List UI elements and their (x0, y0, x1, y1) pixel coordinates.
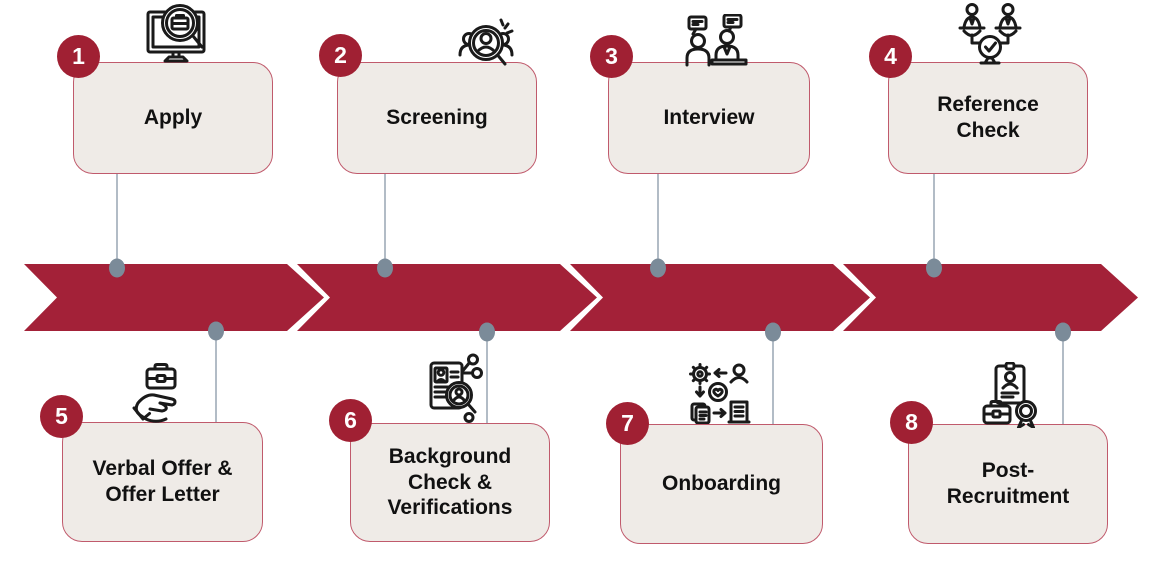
connector-dot-8 (1055, 322, 1071, 342)
step-6-label: Background Check & Verifications (387, 445, 513, 520)
offer-hand-briefcase-icon (130, 362, 190, 426)
reference-balance-icon (956, 1, 1024, 67)
step-8-box: Post- Recruitment (908, 424, 1108, 544)
connector-dot-1 (109, 258, 125, 278)
candidate-screening-icon (456, 14, 518, 74)
background-check-document-icon (426, 353, 484, 423)
chevron-arrow-1 (24, 264, 324, 331)
chevron-arrow-3 (570, 264, 870, 331)
step-6-number-badge: 6 (329, 399, 372, 442)
onboarding-workflow-icon (687, 362, 753, 424)
step-1-label: Apply (143, 106, 203, 130)
step-7-label: Onboarding (662, 472, 781, 496)
connector-dot-2 (377, 258, 393, 278)
step-5-box: Verbal Offer & Offer Letter (62, 422, 263, 542)
step-1-box: Apply (73, 62, 273, 174)
step-2-number-badge: 2 (319, 34, 362, 77)
step-5-number-badge: 5 (40, 395, 83, 438)
step-3-box: Interview (608, 62, 810, 174)
step-4-label: Reference Check (937, 93, 1039, 142)
chevron-arrow-2 (297, 264, 597, 331)
step-2-box: Screening (337, 62, 537, 174)
step-1-number-badge: 1 (57, 35, 100, 78)
interview-conversation-icon (681, 14, 749, 72)
connector-dot-3 (650, 258, 666, 278)
chevron-arrow-4 (843, 264, 1138, 331)
step-3-label: Interview (663, 106, 755, 130)
step-2-label: Screening (386, 106, 488, 130)
step-5-label: Verbal Offer & Offer Letter (92, 457, 233, 506)
connector-dot-7 (765, 322, 781, 342)
connector-dot-5 (208, 321, 224, 341)
step-4-box: Reference Check (888, 62, 1088, 174)
connector-dot-4 (926, 258, 942, 278)
step-8-number-badge: 8 (890, 401, 933, 444)
certificate-briefcase-icon (981, 362, 1041, 428)
step-6-box: Background Check & Verifications (350, 423, 550, 542)
step-3-number-badge: 3 (590, 35, 633, 78)
step-8-label: Post- Recruitment (946, 459, 1070, 508)
job-search-monitor-icon (140, 2, 214, 64)
connector-dot-6 (479, 322, 495, 342)
step-7-number-badge: 7 (606, 402, 649, 445)
step-4-number-badge: 4 (869, 35, 912, 78)
step-7-box: Onboarding (620, 424, 823, 544)
